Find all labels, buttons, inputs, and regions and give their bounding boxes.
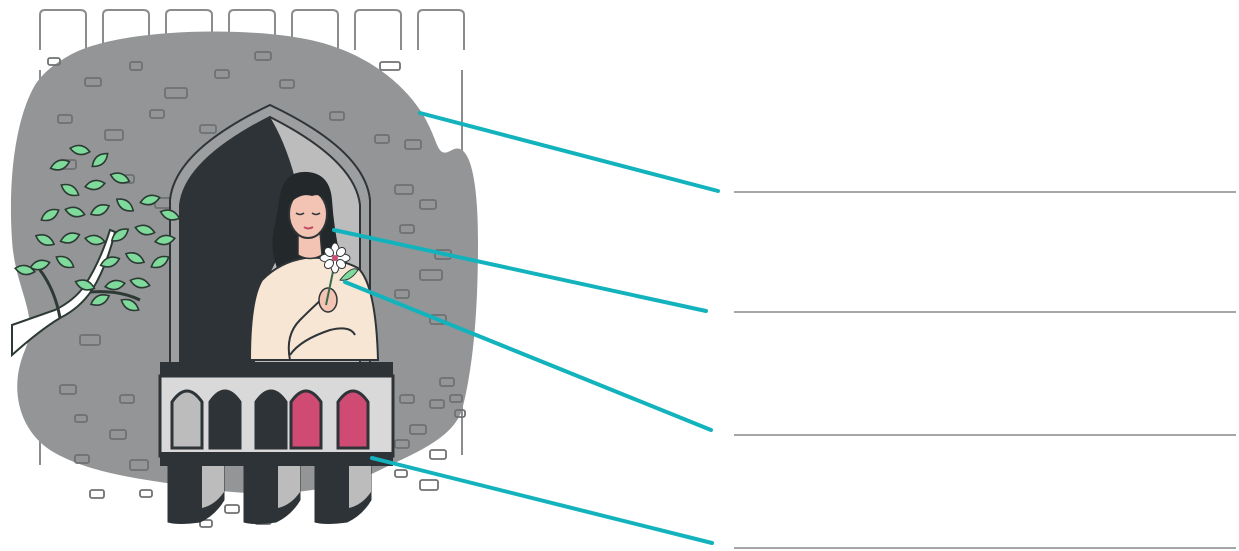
wall-brick bbox=[90, 490, 104, 498]
balcony-baluster bbox=[291, 391, 321, 448]
wall-brick bbox=[380, 62, 400, 70]
wall-brick bbox=[225, 505, 239, 513]
balcony bbox=[160, 362, 393, 524]
wall-brick bbox=[140, 490, 152, 497]
balcony-baluster bbox=[256, 391, 286, 448]
wall-brick bbox=[430, 450, 446, 459]
wall-brick bbox=[420, 480, 438, 490]
wall-brick bbox=[395, 470, 407, 477]
balcony-baluster bbox=[338, 391, 368, 448]
balcony-balusters bbox=[172, 391, 368, 448]
balcony-baluster bbox=[172, 391, 202, 448]
balcony-baluster bbox=[210, 391, 240, 448]
romeo-juliet-balcony-illustration bbox=[11, 10, 478, 527]
answer-blanks bbox=[734, 192, 1236, 548]
leader-line-balcony bbox=[372, 458, 712, 543]
